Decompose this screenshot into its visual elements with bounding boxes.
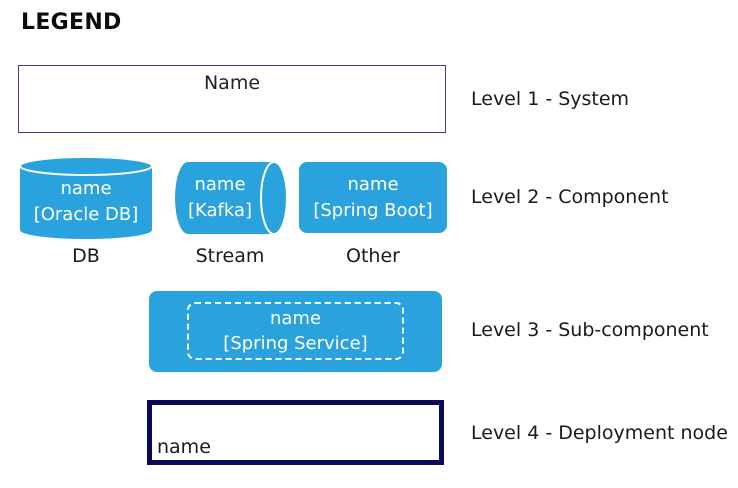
db-cylinder-shape	[19, 156, 153, 239]
stream-caption: Stream	[195, 245, 265, 267]
subcomponent-tech: [Spring Service]	[223, 333, 368, 354]
subcomponent-name: name	[269, 308, 322, 329]
stream-cylinder-shape	[175, 161, 288, 235]
other-caption: Other	[346, 245, 400, 267]
deployment-node-name: name	[157, 436, 211, 458]
deployment-node-box: name	[147, 400, 444, 465]
legend-title: LEGEND	[21, 10, 122, 35]
subcomponent-container	[149, 291, 442, 372]
db-node-name: name	[60, 178, 112, 199]
level-2-label: Level 2 - Component	[471, 186, 669, 208]
other-node-name: name	[347, 174, 399, 195]
system-box-name: Name	[203, 72, 261, 94]
subcomponent-dashed-box	[187, 302, 404, 360]
stream-node-name: name	[194, 174, 246, 195]
system-box: Name	[18, 65, 446, 133]
level-1-label: Level 1 - System	[471, 88, 630, 110]
other-node-tech: [Spring Boot]	[313, 200, 433, 221]
other-component-box	[299, 162, 447, 233]
level-3-label: Level 3 - Sub-component	[471, 319, 709, 341]
level-4-label: Level 4 - Deployment node	[471, 422, 728, 444]
db-caption: DB	[72, 245, 100, 267]
db-node-tech: [Oracle DB]	[33, 204, 139, 225]
stream-node-tech: [Kafka]	[187, 200, 253, 221]
